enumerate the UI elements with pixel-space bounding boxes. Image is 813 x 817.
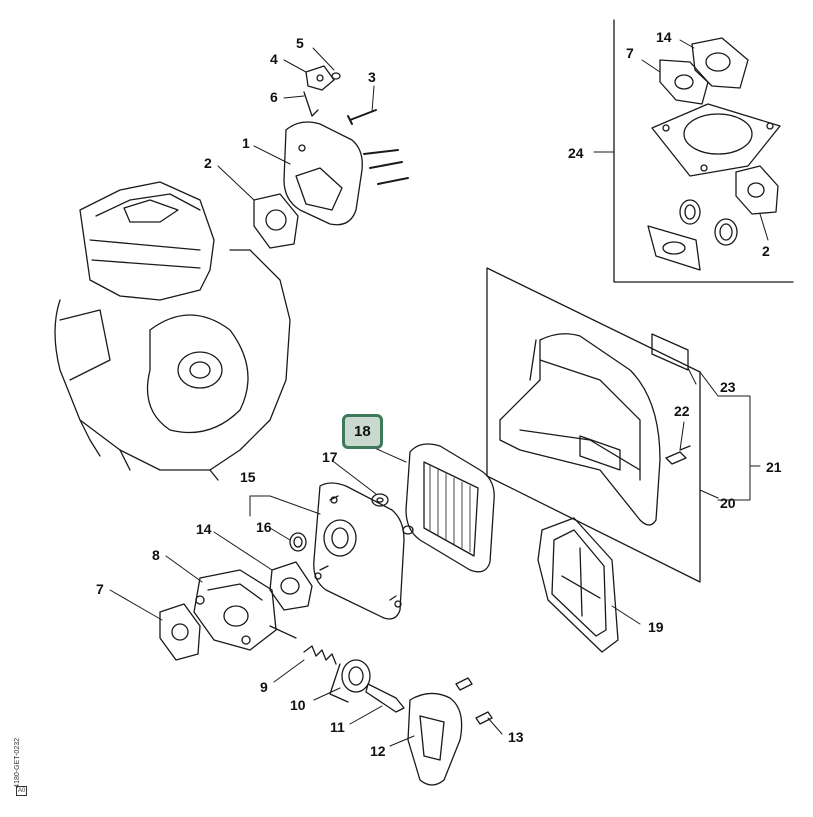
label-22[interactable]: 22 xyxy=(674,403,690,419)
label-18-highlighted[interactable]: 18 xyxy=(342,414,383,449)
gasket-2 xyxy=(253,193,299,249)
kit-seals xyxy=(679,199,738,246)
label-6[interactable]: 6 xyxy=(270,89,278,105)
kit-box-outline xyxy=(613,19,794,283)
label-10[interactable]: 10 xyxy=(290,697,306,713)
label-19[interactable]: 19 xyxy=(648,619,664,635)
label-15[interactable]: 15 xyxy=(240,469,256,485)
carburetor-8 xyxy=(193,569,297,651)
screw-22 xyxy=(665,445,691,465)
label-14-kit[interactable]: 14 xyxy=(656,29,672,45)
label-3[interactable]: 3 xyxy=(368,69,376,85)
kit-gasket-14 xyxy=(691,37,749,89)
gasket-7 xyxy=(159,603,201,661)
gasket-14 xyxy=(269,561,313,611)
screws-13 xyxy=(455,677,493,725)
label-16[interactable]: 16 xyxy=(256,519,272,535)
nut-small xyxy=(402,525,414,535)
label-7-kit[interactable]: 7 xyxy=(626,45,634,61)
drawing-code: 4180-GET-0232 xyxy=(14,738,21,788)
label-20[interactable]: 20 xyxy=(720,495,736,511)
label-4[interactable]: 4 xyxy=(270,51,278,67)
part-6 xyxy=(303,91,319,117)
label-21[interactable]: 21 xyxy=(766,459,782,475)
label-7[interactable]: 7 xyxy=(96,581,104,597)
label-17[interactable]: 17 xyxy=(322,449,338,465)
label-plate-23 xyxy=(651,333,689,371)
filter-cover-20 xyxy=(499,333,661,526)
sleeve-10 xyxy=(329,659,371,703)
kit-base-gasket xyxy=(651,103,781,177)
label-11[interactable]: 11 xyxy=(330,719,345,735)
air-filter-18 xyxy=(405,443,495,573)
label-8[interactable]: 8 xyxy=(152,547,160,563)
screws-3 xyxy=(347,109,409,185)
label-1[interactable]: 1 xyxy=(242,135,250,151)
label-2-kit[interactable]: 2 xyxy=(762,243,770,259)
label-9[interactable]: 9 xyxy=(260,679,268,695)
carb-box-15 xyxy=(313,482,405,620)
label-24[interactable]: 24 xyxy=(568,145,584,161)
filter-box-outline xyxy=(486,267,701,583)
part-5 xyxy=(331,72,341,80)
engine-crankcase xyxy=(54,181,291,481)
label-12[interactable]: 12 xyxy=(370,743,386,759)
label-2[interactable]: 2 xyxy=(204,155,212,171)
cover-12 xyxy=(407,692,463,786)
spacer-16 xyxy=(289,532,307,552)
label-13[interactable]: 13 xyxy=(508,729,524,745)
shaft-11 xyxy=(365,683,405,713)
muffler-1 xyxy=(283,121,363,226)
kit-gasket-7 xyxy=(659,59,709,105)
kit-gasket-2 xyxy=(735,165,779,215)
label-5[interactable]: 5 xyxy=(296,35,304,51)
filter-frame-19 xyxy=(537,517,619,653)
label-14[interactable]: 14 xyxy=(196,521,212,537)
leader-lines xyxy=(109,39,769,747)
label-23[interactable]: 23 xyxy=(720,379,736,395)
nut-17 xyxy=(371,493,389,507)
part-4 xyxy=(305,65,335,91)
drawing-badge: A0 xyxy=(16,786,28,796)
spring-9 xyxy=(303,645,337,665)
kit-flange-gasket xyxy=(647,225,701,271)
